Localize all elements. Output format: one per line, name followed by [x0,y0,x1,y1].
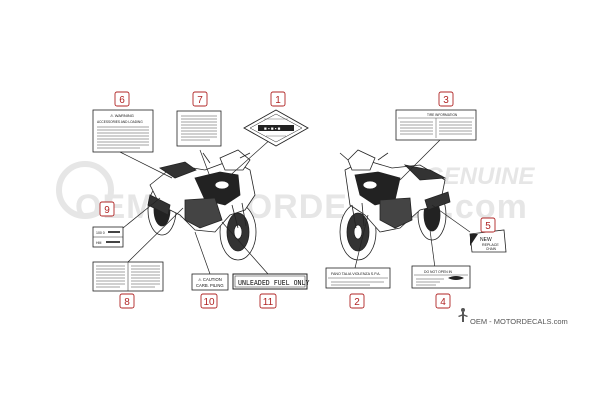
decal-5-chain: NEW REPLACE CHAIN [469,229,507,253]
decal-5-line1: NEW [480,237,492,243]
callout-10: 10 [200,293,218,309]
callout-10-num: 10 [203,297,215,308]
decal-6-warning: ⚠ WARNING ACCESSORIES AND LOADING [92,109,154,153]
callout-11: 11 [259,293,277,309]
decal-2-manufacturer: FANO TALIA VIOLENZA S.P.A. [325,267,391,289]
callout-1: 1 [270,91,286,107]
decal-9-label: 100 0 HM [92,226,124,248]
decal-10-caution: ⚠ CAUTION CARB. PILING [191,273,229,291]
callout-2-num: 2 [354,297,360,308]
callout-7: 7 [192,91,208,107]
decal-9-line-b: HM [96,241,102,245]
callout-5-num: 5 [485,221,491,232]
left-motorcycle [147,149,257,261]
decal-5-line3: CHAIN [486,247,497,251]
brand-text: OEM - MOTORDECALS.com [470,317,568,326]
callout-6: 6 [114,91,130,107]
callout-2: 2 [349,293,365,309]
decal-10-line1: ⚠ CAUTION [198,277,222,282]
callout-9-num: 9 [104,205,110,216]
callout-8-num: 8 [124,297,130,308]
callout-1-num: 1 [275,95,281,106]
decal-11-fuel: UNLEADED FUEL ONLY [232,273,309,290]
callout-6-num: 6 [119,95,125,106]
decal-3-tire-info: TIRE INFORMATION [395,109,477,141]
leader-lines [119,137,471,275]
decal-1-emblem: ■ ▪ ■ ▪ ■ [243,109,309,147]
callout-4-num: 4 [440,297,446,308]
decal-11-text: UNLEADED FUEL ONLY [238,279,309,287]
right-motorcycle [339,149,451,261]
figure-icon [458,308,468,322]
decal-4-title: DO NOT OPEN IN [424,270,453,274]
decal-9-line-a: 100 0 [96,231,105,235]
callout-4: 4 [435,293,451,309]
watermark-site: OEM-MOTORDECALS.com [75,188,528,226]
decal-10-line2: CARB. PILING [196,283,224,288]
watermark-logo [56,161,114,219]
callout-11-num: 11 [263,297,274,308]
callout-3-num: 3 [443,95,449,106]
decal-4-label: DO NOT OPEN IN [411,265,471,289]
callout-9: 9 [99,201,115,217]
callout-badges: 6 7 1 3 9 5 8 10 [99,91,496,309]
decal-3-title: TIRE INFORMATION [427,113,458,117]
decal-1-band: ■ ▪ ■ ▪ ■ [264,126,281,131]
decal-2-title: FANO TALIA VIOLENZA S.P.A. [331,272,381,276]
callout-8: 8 [119,293,135,309]
decal-5-line2: REPLACE [482,243,499,247]
decal-8-table [92,261,164,292]
brand-footer: OEM - MOTORDECALS.com [458,308,568,326]
callout-7-num: 7 [197,95,203,106]
decal-7-notice [176,110,222,147]
decal-6-subtitle: ACCESSORIES AND LOADING [97,120,143,124]
callout-3: 3 [438,91,454,107]
decal-6-title: ⚠ WARNING [110,113,134,118]
callout-5: 5 [480,217,496,233]
